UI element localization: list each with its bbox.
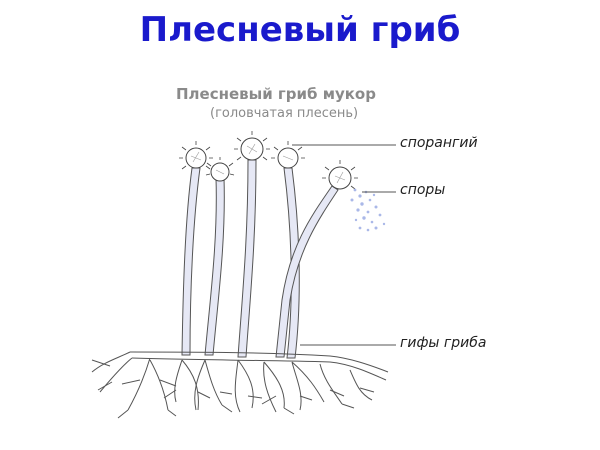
pointer-lines [292,144,396,346]
stalk-1 [181,167,201,356]
slide-title: Плесневый гриб [139,10,461,50]
sporangia-texture [190,143,346,184]
stalk-5 [275,185,339,358]
label-hyphae: гифы гриба [400,335,487,351]
base-hypha-top [129,351,389,373]
mycelium [91,351,389,419]
label-spores: споры [400,182,446,198]
base-hypha-bottom [131,357,387,381]
figure-title: Плесневый гриб мукор [176,85,376,103]
stalk-3 [237,159,257,358]
figure-subtitle: (головчатая плесень) [210,106,359,121]
stalk-2 [204,177,225,356]
spores-cloud [350,188,386,232]
label-sporangium: спорангий [400,135,478,151]
sporangia [185,137,352,190]
sporangia-spikes [179,131,358,190]
sporangiophores [181,159,339,359]
